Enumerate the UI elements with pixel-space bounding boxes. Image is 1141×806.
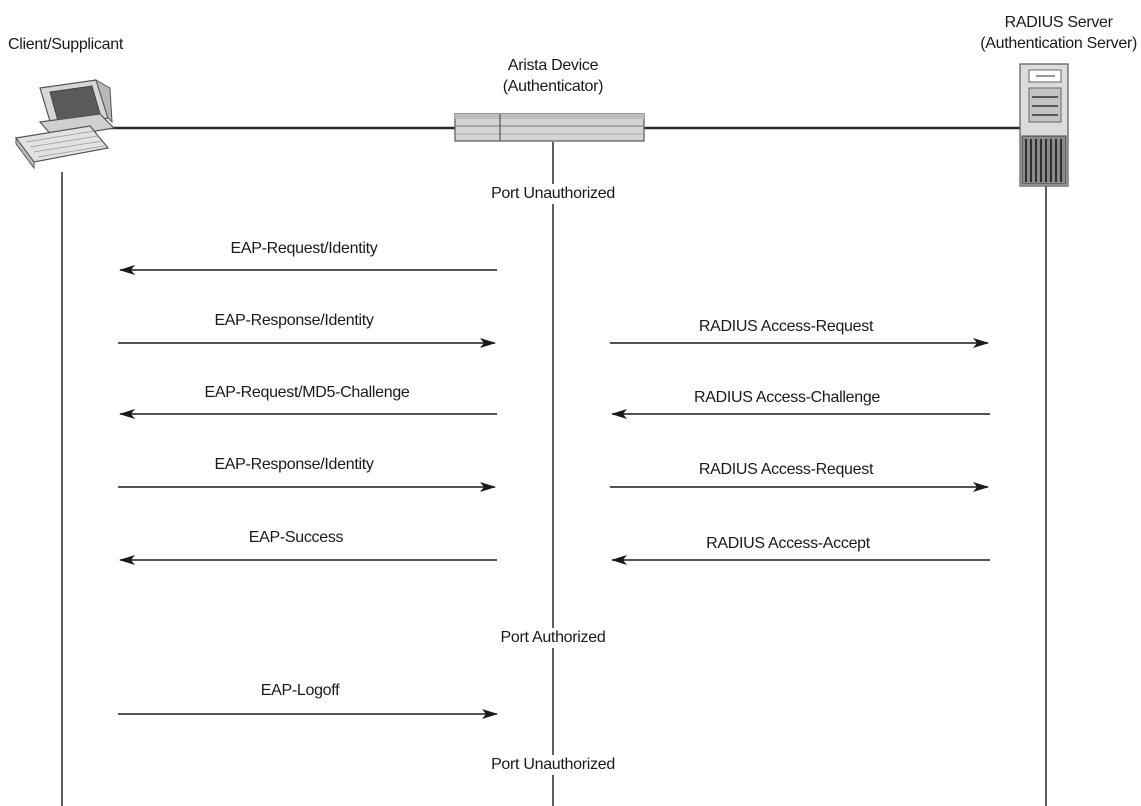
port-state-unauthorized-initial: Port Unauthorized: [487, 184, 619, 204]
authenticator-name: Arista Device: [507, 57, 599, 74]
server-icon: [1019, 63, 1069, 187]
message-label: RADIUS Access-Accept: [706, 535, 870, 552]
computer-icon: [14, 78, 116, 170]
authenticator-role: (Authenticator): [502, 78, 604, 95]
message-label: RADIUS Access-Request: [698, 318, 874, 335]
message-label: EAP-Response/Identity: [214, 312, 374, 329]
client-label: Client/Supplicant: [8, 34, 123, 55]
server-name: RADIUS Server: [1004, 14, 1113, 31]
server-label: RADIUS Server (Authentication Server): [980, 12, 1137, 54]
client-name: Client/Supplicant: [8, 36, 123, 53]
message-label: EAP-Request/Identity: [230, 240, 378, 257]
message-label: EAP-Response/Identity: [214, 456, 374, 473]
message-label: EAP-Logoff: [260, 682, 340, 699]
message-label: RADIUS Access-Request: [698, 461, 874, 478]
message-label: RADIUS Access-Challenge: [693, 389, 881, 406]
switch-icon: [454, 113, 645, 142]
message-label: EAP-Request/MD5-Challenge: [204, 384, 410, 401]
port-state-unauthorized-final: Port Unauthorized: [487, 755, 619, 775]
authenticator-label: Arista Device (Authenticator): [502, 55, 604, 97]
server-role: (Authentication Server): [980, 35, 1137, 52]
port-state-authorized: Port Authorized: [496, 628, 610, 648]
message-label: EAP-Success: [248, 529, 344, 546]
